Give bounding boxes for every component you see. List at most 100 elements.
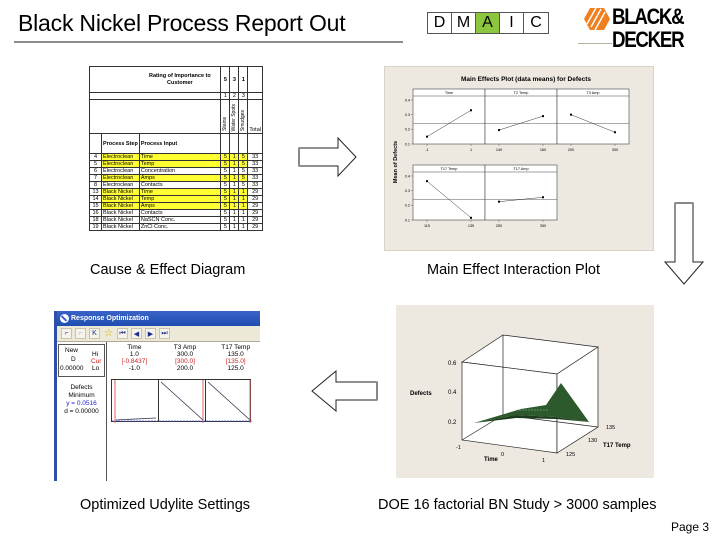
x-axis-label: Time [484, 457, 499, 463]
y-tick-label: 0.4 [405, 98, 410, 102]
main-effects-plot: Main Effects Plot (data means) for Defec… [384, 66, 654, 251]
score: 5 [238, 181, 249, 189]
panel-title: T17 Amp [513, 167, 528, 171]
panel-title: T3 Amp [586, 91, 599, 95]
factor-columns: Time 1.0 [-0.8437] -1.0 T3 Amp 300.0 [30… [109, 344, 261, 372]
total-header: Total [247, 99, 263, 134]
first-icon[interactable]: ⏮ [117, 328, 128, 339]
rating-value: 3 [229, 66, 240, 93]
total-score: 29 [247, 195, 263, 203]
prev-icon[interactable]: ◀ [131, 328, 142, 339]
score: 1 [238, 223, 249, 231]
last-icon[interactable]: ⏭ [159, 328, 170, 339]
x-tick-label: 1 [542, 458, 545, 464]
panel-title: T2 Temp [514, 91, 529, 95]
y-tick-label: 125 [566, 452, 575, 458]
page-title: Black Nickel Process Report Out [18, 10, 346, 36]
process-input: Temp [138, 160, 222, 168]
y-tick-label: 0.4 [405, 174, 410, 178]
total-score: 33 [247, 174, 263, 182]
x-tick-label: 160 [540, 148, 546, 152]
y-tick-label: 0.1 [405, 142, 410, 146]
score: 5 [238, 174, 249, 182]
process-input: ZnCl Conc. [138, 223, 222, 231]
row-number: 8 [89, 181, 102, 189]
total-score: 29 [247, 202, 263, 210]
edit-icon[interactable]: K [89, 328, 100, 339]
panel-frame [412, 164, 486, 221]
data-point [570, 113, 572, 116]
x-tick-label: 350 [540, 224, 546, 228]
next-icon[interactable]: ▶ [145, 328, 156, 339]
process-step: Electroclean [101, 181, 140, 189]
response-box: Defects Minimum y = 0.0516 d = 0.00000 [58, 379, 105, 479]
score: 1 [229, 160, 240, 168]
factor-hi: 135.0 [227, 351, 244, 358]
effect-line [498, 197, 544, 202]
dmaic-indicator: D M A I C [427, 12, 549, 34]
hexagon-logo-icon [584, 7, 610, 31]
factor-cur[interactable]: [-0.8437] [121, 358, 148, 365]
process-input: NaSCN Conc. [138, 216, 222, 224]
rating-label: Rating of Importance to Customer [139, 66, 222, 93]
score: 5 [238, 167, 249, 175]
panel-frame [484, 88, 558, 145]
x-tick-label: 300 [612, 148, 618, 152]
x-tick-label: 140 [496, 148, 502, 152]
factor-t3-amp: T3 Amp 300.0 [300.0] 200.0 [160, 344, 211, 372]
remove-icon[interactable]: ⌐ [75, 328, 86, 339]
score: 1 [238, 195, 249, 203]
y-axis-label: T17 Temp [603, 443, 631, 449]
panel-frame [412, 88, 486, 145]
process-step: Black Nickel [101, 202, 140, 210]
total-score: 29 [247, 209, 263, 217]
rating-value: 1 [238, 66, 249, 93]
response-goal: Minimum [68, 392, 95, 399]
arrow-left-icon [311, 370, 378, 412]
total-score: 29 [247, 223, 263, 231]
process-input: Time [138, 153, 222, 161]
score: 5 [220, 216, 231, 224]
factor-lo: 125.0 [227, 365, 244, 372]
process-step: Electroclean [101, 160, 140, 168]
response-curve [160, 381, 204, 421]
effect-line [498, 115, 544, 131]
star-icon[interactable]: ☆ [104, 328, 113, 339]
score: 1 [229, 195, 240, 203]
optimization-plots [111, 379, 252, 423]
row-number: 19 [89, 223, 102, 231]
factor-cur[interactable]: [135.0] [225, 358, 246, 365]
x-tick-label: -1 [456, 445, 461, 451]
y-tick-label: 135 [606, 425, 615, 431]
process-step: Black Nickel [101, 216, 140, 224]
factor-t17-temp: T17 Temp 135.0 [135.0] 125.0 [210, 344, 261, 372]
z-axis-label: Defects [410, 391, 432, 397]
score: 1 [238, 209, 249, 217]
response-surface-shadow [474, 415, 589, 423]
factor-name: T3 Amp [173, 344, 197, 351]
row-number: 16 [89, 209, 102, 217]
process-input: Concentration [138, 167, 222, 175]
insert-icon[interactable]: ⌐ [61, 328, 72, 339]
score: 1 [238, 202, 249, 210]
process-input: Time [138, 188, 222, 196]
factor-cur[interactable]: [300.0] [175, 358, 195, 365]
logo-rule [578, 43, 612, 44]
effect-line [570, 114, 616, 133]
toolbar: ⌐ ⌐ K ☆ ⏮ ◀ ▶ ⏭ [57, 326, 260, 342]
cause-effect-table: Rating of Importance to Customer 5 3 1 1… [88, 66, 263, 231]
score: 1 [229, 153, 240, 161]
output-header: Water Spots [231, 103, 238, 131]
data-point [470, 216, 472, 219]
data-point [498, 200, 500, 203]
rating-value: 5 [220, 66, 231, 93]
x-tick-label: 1 [470, 148, 472, 152]
response-name: Defects [70, 384, 93, 391]
y-tick-label: 0.2 [405, 128, 410, 132]
desirability-box: New D 0.00000 Hi Cur Lo [58, 344, 105, 377]
arrow-down-icon [663, 202, 705, 285]
x-tick-label: 115 [424, 224, 430, 228]
total-score: 33 [247, 160, 263, 168]
